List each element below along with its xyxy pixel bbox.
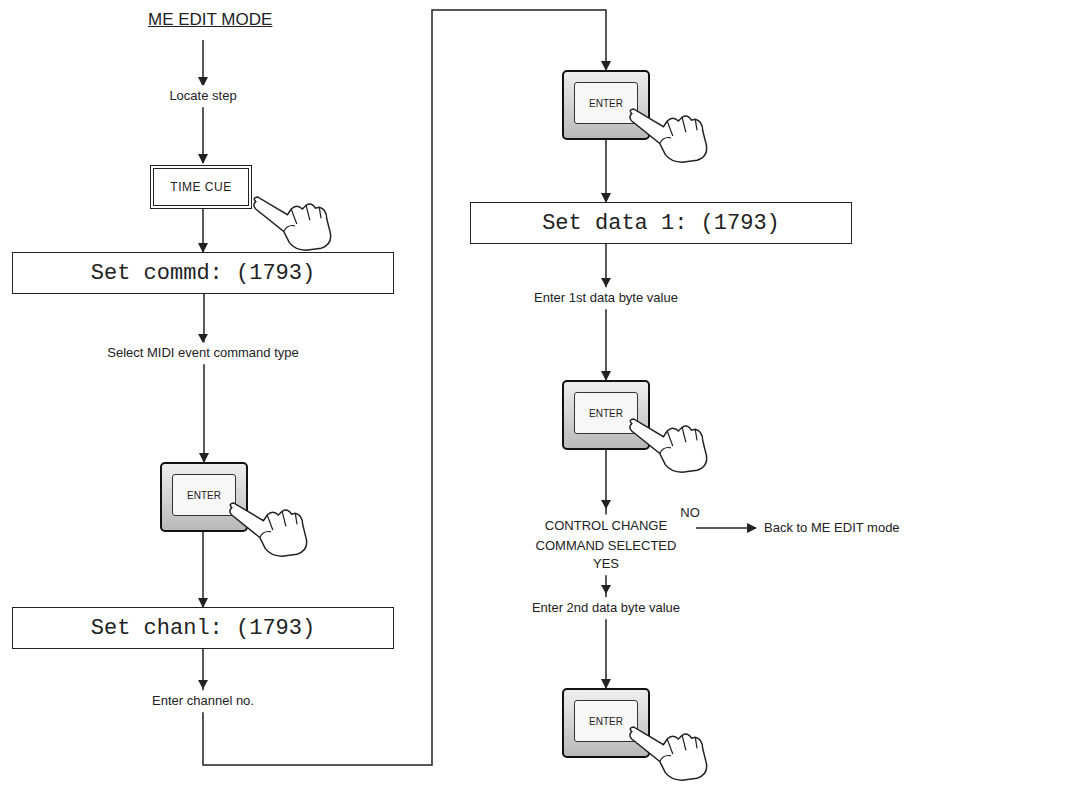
node-text: ENTER: [589, 98, 623, 109]
key-face: ENTER: [574, 700, 638, 742]
flow-connector: [605, 140, 607, 202]
enter-key: ENTER: [562, 70, 650, 140]
node-text: ENTER: [187, 490, 221, 501]
flow-note: Back to ME EDIT mode: [762, 517, 902, 539]
node-text: Set chanl: (1793): [91, 616, 315, 641]
flow-note: Locate step: [167, 85, 238, 107]
button-face: TIME CUE: [170, 180, 231, 194]
key-face: ENTER: [574, 82, 638, 124]
diagram-title: ME EDIT MODE: [148, 10, 272, 30]
edge-label: Enter channel no.: [150, 690, 256, 712]
flow-note: YES: [591, 553, 621, 575]
flow-connector: [202, 209, 204, 252]
display-box: Set commd: (1793): [12, 252, 394, 294]
key-face: ENTER: [172, 474, 236, 516]
flow-note: NO: [678, 502, 702, 524]
edge-label: Select MIDI event command type: [105, 342, 300, 364]
enter-key: ENTER: [562, 688, 650, 758]
flow-note: CONTROL CHANGE COMMAND SELECTED: [518, 515, 694, 556]
flow-note: Enter 2nd data byte value: [530, 597, 682, 619]
node-text: Set commd: (1793): [91, 261, 315, 286]
edge-label: Enter 1st data byte value: [532, 287, 680, 309]
node-text: TIME CUE: [170, 180, 231, 194]
flow-connector: [203, 294, 205, 462]
enter-key: ENTER: [160, 462, 248, 532]
display-box: Set chanl: (1793): [12, 607, 394, 649]
flow-connector: [203, 10, 606, 765]
node-text: ENTER: [589, 408, 623, 419]
key-face: ENTER: [574, 392, 638, 434]
display-box: Set data 1: (1793): [470, 202, 852, 244]
node-text: ENTER: [589, 716, 623, 727]
flow-connector: [605, 244, 607, 380]
time-cue-button: TIME CUE: [150, 165, 252, 209]
enter-key: ENTER: [562, 380, 650, 450]
flow-connector: [202, 532, 204, 607]
node-text: Set data 1: (1793): [542, 211, 780, 236]
